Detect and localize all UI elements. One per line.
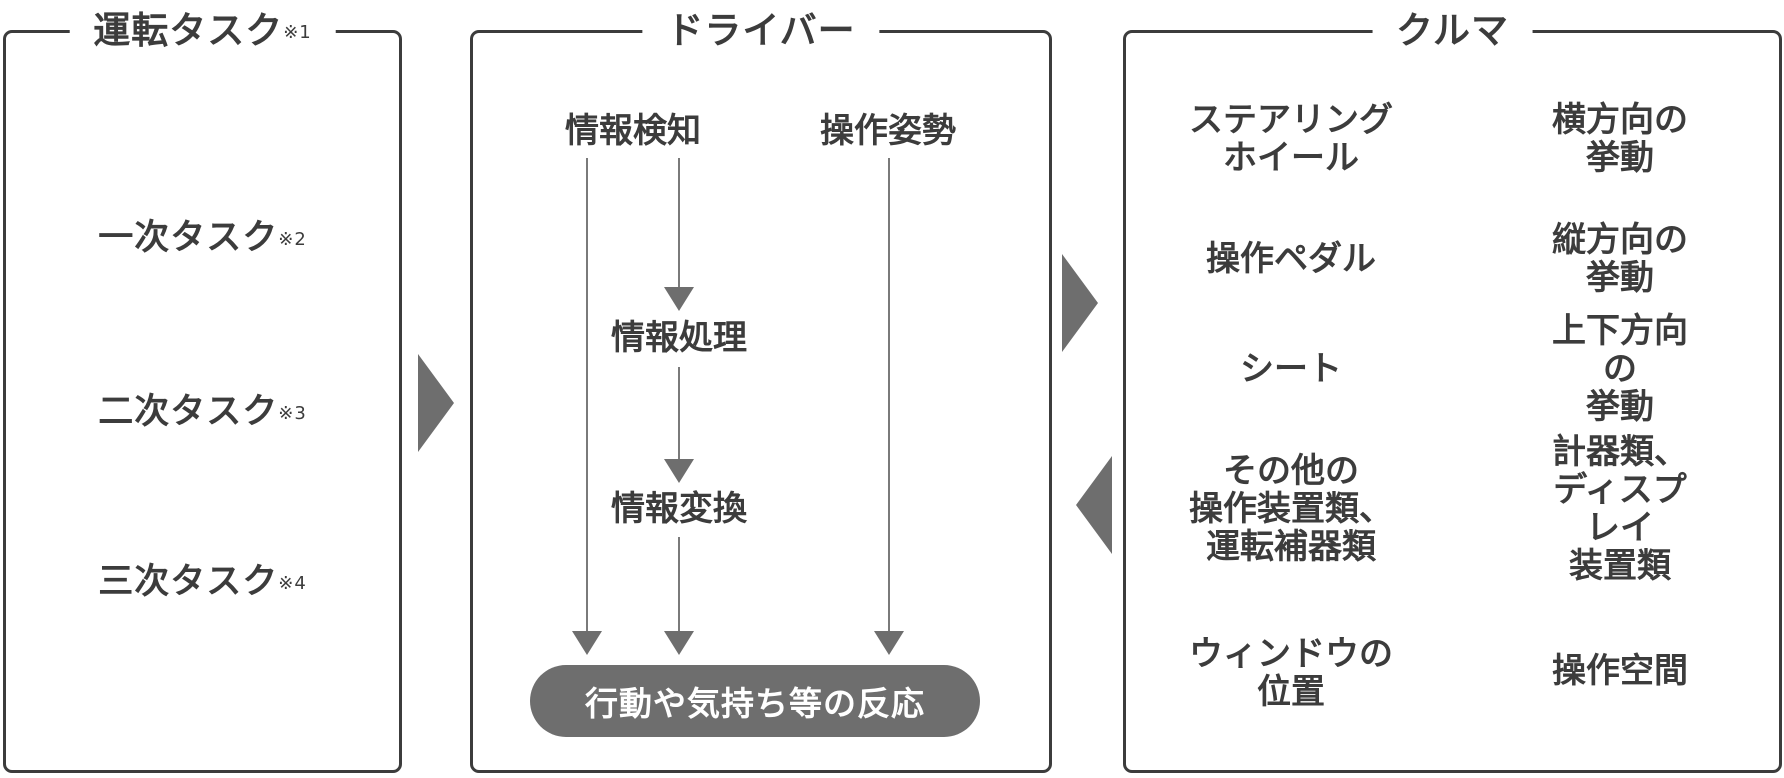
arrow-driver-to-car	[1062, 254, 1098, 352]
arrowhead-detect-to-reaction	[572, 631, 602, 655]
arrow-car-to-driver	[1076, 456, 1112, 554]
car-item-vertical-behavior: 上下方向の 挙動	[1552, 311, 1688, 427]
car-item-window-position: ウィンドウの 位置	[1189, 634, 1393, 712]
posture-label: 操作姿勢	[820, 111, 956, 151]
car-item-longitudinal-behavior: 縦方向の挙動	[1552, 220, 1688, 298]
arrowhead-detect-to-process	[664, 287, 694, 311]
car-item-seat: シート	[1240, 349, 1342, 389]
car-item-pedals: 操作ペダル	[1206, 239, 1376, 279]
driving-task-panel: 運転タスク※1 一次タスク※2 二次タスク※3 三次タスク※4	[3, 9, 402, 773]
car-item-instruments-displays: 計器類、 ディスプレイ 装置類	[1552, 432, 1688, 586]
car-item-other-controls: その他の 操作装置類、 運転補器類	[1189, 451, 1393, 567]
driver-panel: ドライバー 情報検知 操作姿勢 情報処理 情報変換 行動や気持ち等の反応	[470, 9, 1052, 773]
car-item-steering-wheel: ステアリング ホイール	[1189, 100, 1393, 178]
task-tertiary: 三次タスク※4	[98, 562, 307, 602]
arrow-task-to-driver	[418, 354, 454, 452]
driving-task-title: 運転タスク※1	[69, 9, 336, 53]
info-process-label: 情報処理	[611, 318, 747, 358]
task-secondary: 二次タスク※3	[98, 392, 307, 432]
car-panel: クルマ ステアリング ホイール 操作ペダル シート その他の 操作装置類、 運転…	[1123, 9, 1782, 773]
info-detect-label: 情報検知	[565, 111, 701, 151]
reaction-pill: 行動や気持ち等の反応	[530, 665, 980, 737]
arrowhead-convert-to-reaction	[664, 631, 694, 655]
arrowhead-process-to-convert	[664, 459, 694, 483]
arrowhead-posture-to-reaction	[874, 631, 904, 655]
info-convert-label: 情報変換	[611, 489, 747, 529]
task-primary: 一次タスク※2	[98, 218, 307, 258]
car-item-operation-space: 操作空間	[1552, 651, 1688, 691]
car-title: クルマ	[1372, 9, 1533, 53]
car-item-lateral-behavior: 横方向の挙動	[1552, 100, 1688, 178]
driver-flow-arrows	[572, 158, 904, 655]
driver-title: ドライバー	[642, 9, 880, 53]
driving-task-title-note: ※1	[283, 22, 312, 43]
